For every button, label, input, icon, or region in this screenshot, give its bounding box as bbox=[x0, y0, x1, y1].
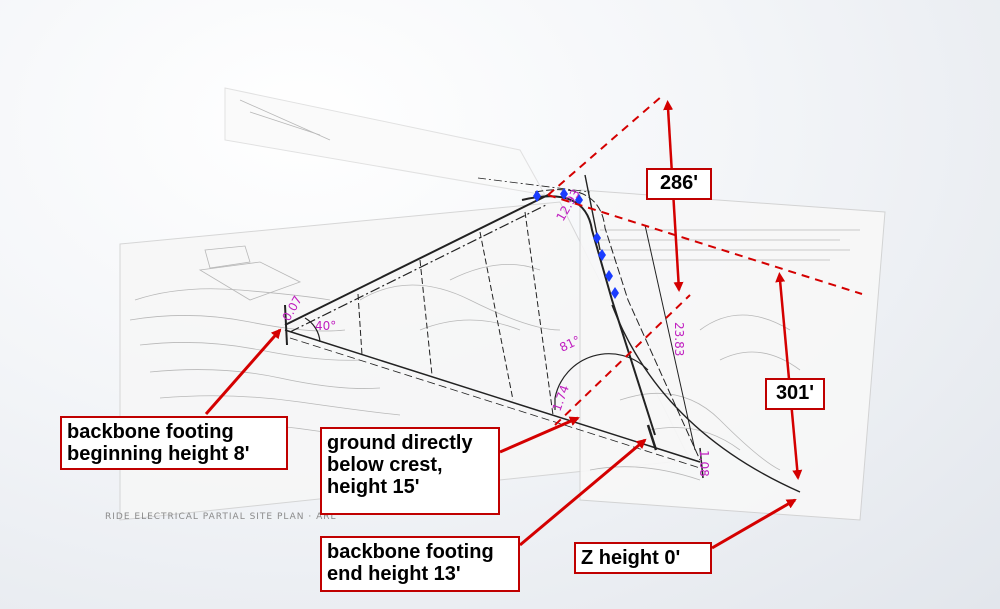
crest-reference-line bbox=[547, 95, 663, 196]
callout-arrow-ground-crest bbox=[499, 416, 580, 454]
reference-lines bbox=[547, 95, 863, 426]
callout-z-height: Z height 0' bbox=[574, 542, 712, 574]
backbone-upper-edge bbox=[284, 194, 549, 326]
callout-arrow-z-height bbox=[711, 498, 797, 550]
footing-start-mark bbox=[284, 304, 288, 346]
callout-footing-begin: backbone footing beginning height 8' bbox=[60, 416, 288, 470]
sheet-footer-label: RIDE ELECTRICAL PARTIAL SITE PLAN · ARL bbox=[105, 512, 337, 522]
callout-arrows bbox=[204, 328, 797, 550]
backbone-upper-centerline bbox=[289, 203, 549, 333]
len-end-label: 1.08 bbox=[697, 450, 711, 477]
backbone-lower-edge bbox=[284, 329, 701, 463]
dimension-label-286: 286' bbox=[646, 168, 712, 200]
node-marker bbox=[611, 287, 619, 299]
node-markers bbox=[533, 188, 619, 299]
dimension-label-301: 301' bbox=[765, 378, 825, 410]
node-marker bbox=[605, 270, 613, 282]
len-side-label: 23.83 bbox=[672, 322, 686, 356]
callout-arrow-footing-begin bbox=[204, 328, 282, 415]
callout-footing-end: backbone footing end height 13' bbox=[320, 536, 520, 592]
crest-curve-outer bbox=[534, 189, 701, 461]
footing-end-mark bbox=[646, 424, 658, 451]
ground-reference-line bbox=[554, 294, 691, 426]
node-marker bbox=[593, 232, 601, 244]
node-marker bbox=[598, 249, 606, 261]
angle-start-label: 40° bbox=[315, 319, 336, 333]
node-marker bbox=[533, 190, 541, 202]
node-marker bbox=[560, 188, 568, 200]
angle-arc-mid bbox=[554, 353, 649, 399]
callout-ground-crest: ground directly below crest, height 15' bbox=[320, 427, 500, 515]
angle-arc-start bbox=[304, 317, 321, 343]
node-marker bbox=[575, 194, 583, 206]
runout-curve bbox=[611, 304, 801, 493]
callout-arrow-footing-end bbox=[519, 438, 647, 547]
